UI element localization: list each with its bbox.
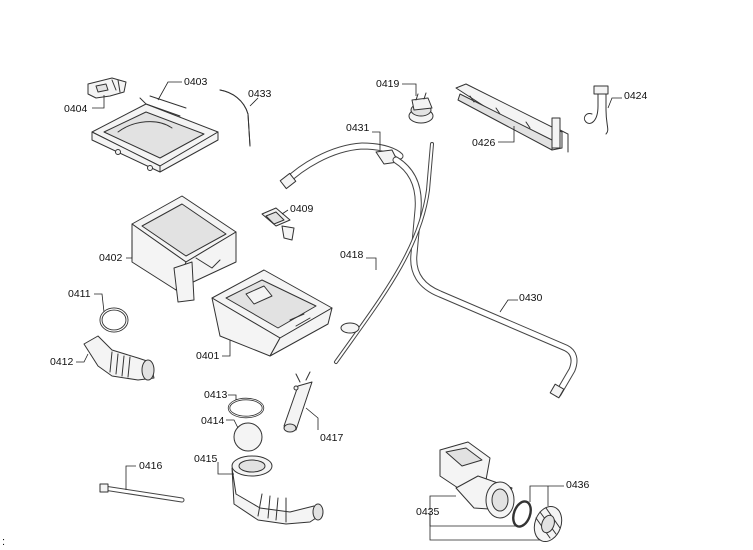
- leader-0426: [498, 126, 515, 143]
- label-0414: 0414: [201, 415, 225, 427]
- leader-0436: [529, 485, 564, 502]
- part-0418-rod: [334, 142, 434, 364]
- part-0414-ball: [233, 422, 263, 452]
- label-0404: 0404: [64, 103, 88, 115]
- label-0426: 0426: [472, 137, 496, 149]
- leader-0404: [92, 95, 105, 109]
- label-0430: 0430: [519, 292, 543, 304]
- leader-0431: [372, 131, 381, 150]
- label-0435: 0435: [416, 506, 440, 518]
- leader-0402: [126, 240, 133, 259]
- leader-0418: [366, 257, 377, 270]
- corner-marker: :: [2, 536, 6, 548]
- label-0412: 0412: [50, 356, 74, 368]
- label-0424: 0424: [624, 90, 648, 102]
- label-0418: 0418: [340, 249, 364, 261]
- part-0402-drawer-housing: [131, 195, 237, 303]
- leader-0409: [281, 209, 289, 215]
- leader-0430: [499, 299, 518, 313]
- leader-0433: [249, 97, 259, 107]
- part-0412-elbow-hose: [83, 335, 155, 381]
- part-0431-hose: [279, 142, 404, 190]
- leader-0435-c: [429, 514, 548, 541]
- label-0416: 0416: [139, 460, 163, 472]
- label-0431: 0431: [346, 122, 370, 134]
- part-0426-rail: [455, 83, 569, 153]
- leader-0413: [228, 394, 237, 400]
- leader-0415: [217, 462, 234, 475]
- part-0416-hose: [99, 483, 185, 503]
- part-0436-filter: [512, 500, 563, 542]
- leader-0417: [305, 407, 319, 430]
- leader-0414: [226, 419, 239, 429]
- label-0413: 0413: [204, 389, 228, 401]
- label-0436: 0436: [566, 479, 590, 491]
- part-0415-sump: [231, 455, 324, 525]
- leader-0412: [76, 353, 89, 363]
- leader-0416: [125, 465, 136, 490]
- part-0419-valve: [408, 92, 434, 124]
- label-0415: 0415: [194, 453, 218, 465]
- leader-0403: [157, 81, 182, 101]
- leader-0435-a: [429, 495, 456, 510]
- leader-0424: [607, 97, 622, 109]
- label-0417: 0417: [320, 432, 344, 444]
- label-0403: 0403: [184, 76, 208, 88]
- part-0424-hook: [583, 85, 609, 135]
- part-0409-clip: [261, 207, 295, 241]
- part-0417-sensor: [283, 371, 313, 433]
- leader-0401: [222, 340, 231, 357]
- label-0402: 0402: [99, 252, 123, 264]
- part-0433-tube: [219, 89, 251, 147]
- leader-0411: [94, 293, 105, 313]
- part-0430-drain-hose: [392, 156, 578, 399]
- part-0413-ring: [227, 397, 265, 419]
- part-0435-pump: [439, 441, 515, 519]
- part-0404-bracket: [87, 77, 127, 99]
- part-0401-drawer: [211, 269, 333, 357]
- label-0401: 0401: [196, 350, 220, 362]
- label-0419: 0419: [376, 78, 400, 90]
- label-0409: 0409: [290, 203, 314, 215]
- label-0433: 0433: [248, 88, 272, 100]
- label-0411: 0411: [68, 288, 91, 300]
- part-0411-ring: [99, 307, 129, 333]
- leader-0419: [402, 83, 417, 96]
- part-0403-dispenser-frame: [91, 95, 219, 173]
